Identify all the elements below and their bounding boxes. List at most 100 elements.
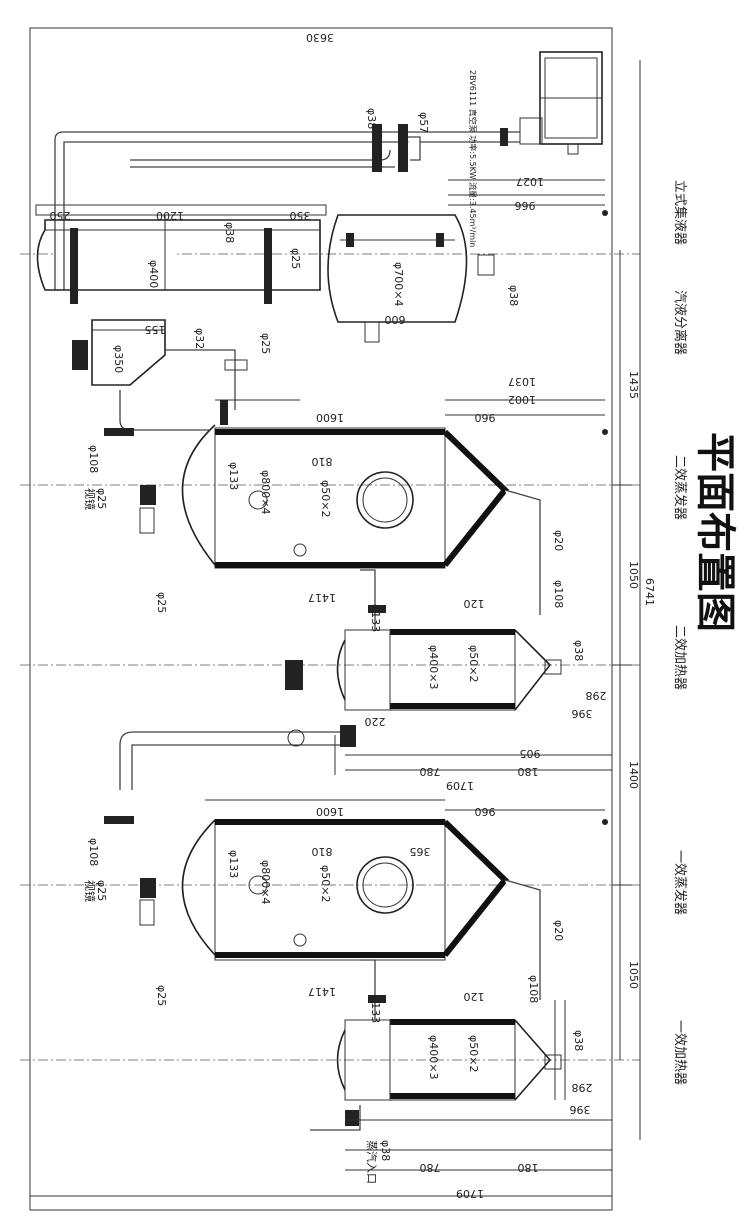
dim-1417-bottom: 1417 (308, 985, 336, 998)
dim-1050-bottom: 1050 (627, 961, 640, 989)
separator-vessel (72, 319, 248, 410)
nozzle-phi108-top: φ108 (87, 445, 100, 473)
receiver-vessel (327, 179, 608, 343)
nozzle-phi38-receiver: φ38 (507, 285, 520, 306)
dim-810-bottom: 810 (312, 845, 333, 858)
dim-180-top: 180 (518, 765, 539, 778)
label-second-heater: 二效加热器 (672, 625, 687, 690)
dimension-labels: 3630 1027 966 1200 250 350 600 155 1037 … (50, 31, 657, 1200)
dim-1002: 1002 (508, 393, 536, 406)
nozzle-phi133-heater1: φ133 (369, 995, 382, 1023)
label-separator: 汽液分离器 (672, 290, 688, 355)
dim-1417-top: 1417 (308, 591, 336, 604)
nozzle-phi400-heater1: φ400×3 (427, 1035, 440, 1079)
nozzle-phi133-heater2: φ133 (369, 604, 382, 632)
dim-780-bottom: 780 (420, 1161, 441, 1174)
nozzle-phi38-condenser: φ38 (223, 222, 236, 243)
nozzle-phi25-evap2-bottom: φ25 (155, 592, 168, 613)
dim-1709-bottom: 1709 (456, 1187, 484, 1200)
dim-1600-top: 1600 (316, 411, 344, 424)
dim-810-top: 810 (312, 455, 333, 468)
dim-365: 365 (410, 845, 431, 858)
nozzle-phi38-heater1: φ38 (572, 1030, 585, 1051)
dim-966: 966 (515, 199, 536, 212)
nozzle-phi32: φ32 (193, 328, 206, 349)
dim-396-top: 396 (572, 707, 593, 720)
nozzle-phi38-heater2: φ38 (572, 640, 585, 661)
nozzle-phi25-evap1: φ25 (95, 880, 108, 901)
condenser (35, 204, 327, 304)
vacuum-pump (519, 51, 603, 155)
nozzle-phi108-evap1: φ108 (527, 975, 540, 1003)
nozzle-phi800-evap1: φ800×4 (259, 860, 272, 904)
dim-overall-length: 6741 (643, 578, 656, 606)
nozzle-phi700: φ700×4 (392, 262, 405, 306)
dim-220: 220 (365, 715, 386, 728)
nozzle-phi25-separator: φ25 (259, 333, 272, 354)
dim-960-top: 960 (475, 411, 496, 424)
dim-155: 155 (145, 323, 166, 336)
nozzle-phi133-evap2: φ133 (227, 462, 240, 490)
nozzle-phi20-evap1: φ20 (552, 920, 565, 941)
dim-350: 350 (290, 209, 311, 222)
second-heater (336, 569, 562, 711)
drawing-title: 平面布置图 (692, 432, 738, 632)
nozzle-phi108-evap2: φ108 (552, 580, 565, 608)
top-vacuum-piping (54, 124, 520, 290)
dim-180-bottom: 180 (518, 1161, 539, 1174)
nozzle-phi400-heater2: φ400×3 (427, 645, 440, 689)
outer-frame (29, 27, 641, 1211)
dim-780-top: 780 (420, 765, 441, 778)
nozzle-phi108-mid: φ108 (87, 838, 100, 866)
equipment-labels: 立式集液器 汽液分离器 二效蒸发器 二效加热器 一效蒸发器 一效加热器 (672, 180, 688, 1085)
dim-905: 905 (520, 747, 541, 760)
sightglass-top: 视镜 (83, 488, 97, 510)
dim-1600-bottom: 1600 (316, 805, 344, 818)
dim-1709-top: 1709 (446, 779, 474, 792)
dim-1027: 1027 (516, 175, 544, 188)
second-evaporator (104, 390, 608, 615)
dim-1037: 1037 (508, 375, 536, 388)
crossover-piping (104, 660, 356, 824)
nozzle-phi50-evap1: φ50×2 (319, 865, 332, 902)
sightglass-bottom: 视镜 (83, 880, 97, 902)
nozzle-phi25-evap2: φ25 (95, 488, 108, 509)
nozzle-phi50-heater2: φ50×2 (467, 645, 480, 682)
nozzle-phi50-evap2: φ50×2 (319, 480, 332, 517)
dim-250: 250 (50, 209, 71, 222)
nozzle-phi133-evap1: φ133 (227, 850, 240, 878)
nozzle-labels: φ38 φ57 2BV6111 真空泵 功率:5.5KW 流量:3.45m³/m… (83, 70, 585, 1184)
nozzle-phi350: φ350 (112, 345, 125, 373)
first-evaporator (139, 799, 608, 1000)
dim-298-top: 298 (586, 689, 607, 702)
dim-1200: 1200 (156, 209, 184, 222)
dim-396-bottom: 396 (570, 1103, 591, 1116)
dim-1435: 1435 (627, 371, 640, 399)
dim-120-top: 120 (464, 597, 485, 610)
label-receiver: 立式集液器 (672, 180, 688, 245)
dim-960-bottom: 960 (475, 805, 496, 818)
nozzle-phi400: φ400 (147, 260, 160, 288)
label-second-evaporator: 二效蒸发器 (672, 455, 688, 520)
dim-298-bottom: 298 (572, 1081, 593, 1094)
dim-120-bottom: 120 (464, 990, 485, 1003)
label-first-heater: 一效加热器 (672, 1020, 687, 1085)
nozzle-phi57: φ57 (417, 112, 430, 133)
steam-inlet-label: 蒸汽入口 (365, 1140, 379, 1184)
steam-inlet-size: φ38 (379, 1140, 392, 1161)
label-first-evaporator: 一效蒸发器 (672, 850, 688, 915)
dim-1050-top: 1050 (627, 561, 640, 589)
dim-600: 600 (385, 313, 406, 326)
nozzle-phi25-condenser: φ25 (289, 248, 302, 269)
nozzle-phi25-evap1-bottom: φ25 (155, 985, 168, 1006)
first-heater (310, 959, 566, 1131)
nozzle-phi800-evap2: φ800×4 (259, 470, 272, 514)
nozzle-phi38-top: φ38 (365, 108, 378, 129)
motor-note: 2BV6111 真空泵 功率:5.5KW 流量:3.45m³/min (468, 70, 478, 247)
bottom-dimension-lines (345, 250, 632, 1171)
nozzle-phi50-heater1: φ50×2 (467, 1035, 480, 1072)
dim-1400: 1400 (627, 761, 640, 789)
dim-top-width: 3630 (306, 31, 334, 44)
